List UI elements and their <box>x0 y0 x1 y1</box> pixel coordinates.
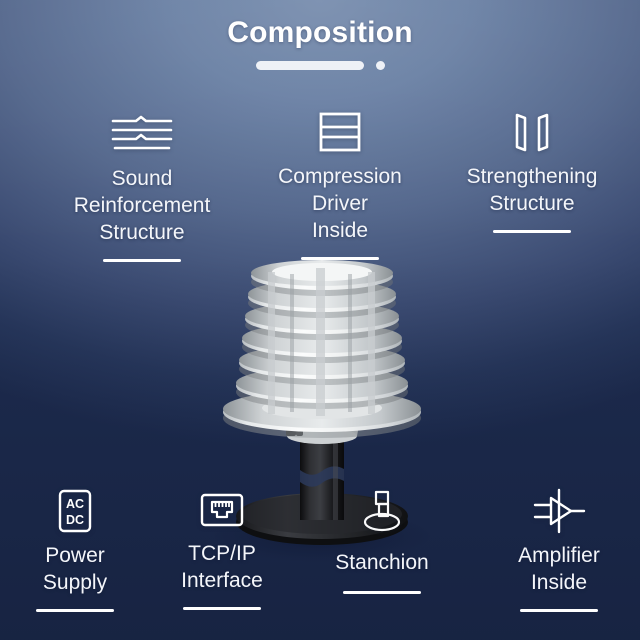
rj45-ethernet-port-icon <box>198 488 246 532</box>
feature-amplifier-inside[interactable]: Amplifier Inside <box>486 488 632 612</box>
feature-underline <box>493 229 571 233</box>
feature-label: Strengthening Structure <box>466 165 598 215</box>
twin-pillars-icon <box>505 110 559 154</box>
feature-label: Sound Reinforcement Structure <box>73 167 211 244</box>
ac-label: AC <box>66 497 84 511</box>
feature-underline <box>183 606 261 610</box>
feature-underline <box>520 608 598 612</box>
slide-header: Composition <box>0 16 640 70</box>
feature-underline <box>103 258 181 262</box>
feature-tcpip-interface[interactable]: TCP/IP Interface <box>152 488 292 610</box>
feature-label: TCP/IP Interface <box>181 542 263 592</box>
feature-strengthening-structure[interactable]: Strengthening Structure <box>432 110 632 233</box>
ac-dc-icon: AC DC <box>54 488 96 534</box>
feature-label: Amplifier Inside <box>518 544 600 594</box>
pagination-indicator[interactable] <box>0 61 640 70</box>
progress-dot[interactable] <box>375 61 385 70</box>
feature-label: Compression Driver Inside <box>278 165 402 242</box>
progress-bar[interactable] <box>255 61 364 70</box>
feature-label: Stanchion <box>335 551 429 574</box>
dc-label: DC <box>66 513 84 527</box>
layered-square-icon <box>316 110 364 154</box>
page-title: Composition <box>227 16 413 49</box>
stacked-horn-lines-icon <box>110 112 174 156</box>
feature-underline <box>343 590 421 594</box>
amplifier-triangle-icon <box>531 488 587 534</box>
feature-underline <box>301 256 379 260</box>
stanchion-pole-icon <box>355 488 409 536</box>
feature-label: Power Supply <box>42 544 108 594</box>
feature-power-supply[interactable]: AC DC Power Supply <box>10 488 140 612</box>
feature-compression-driver-inside[interactable]: Compression Driver Inside <box>250 110 430 260</box>
feature-stanchion[interactable]: Stanchion <box>312 488 452 594</box>
feature-sound-reinforcement-structure[interactable]: Sound Reinforcement Structure <box>32 112 252 262</box>
feature-underline <box>36 608 114 612</box>
